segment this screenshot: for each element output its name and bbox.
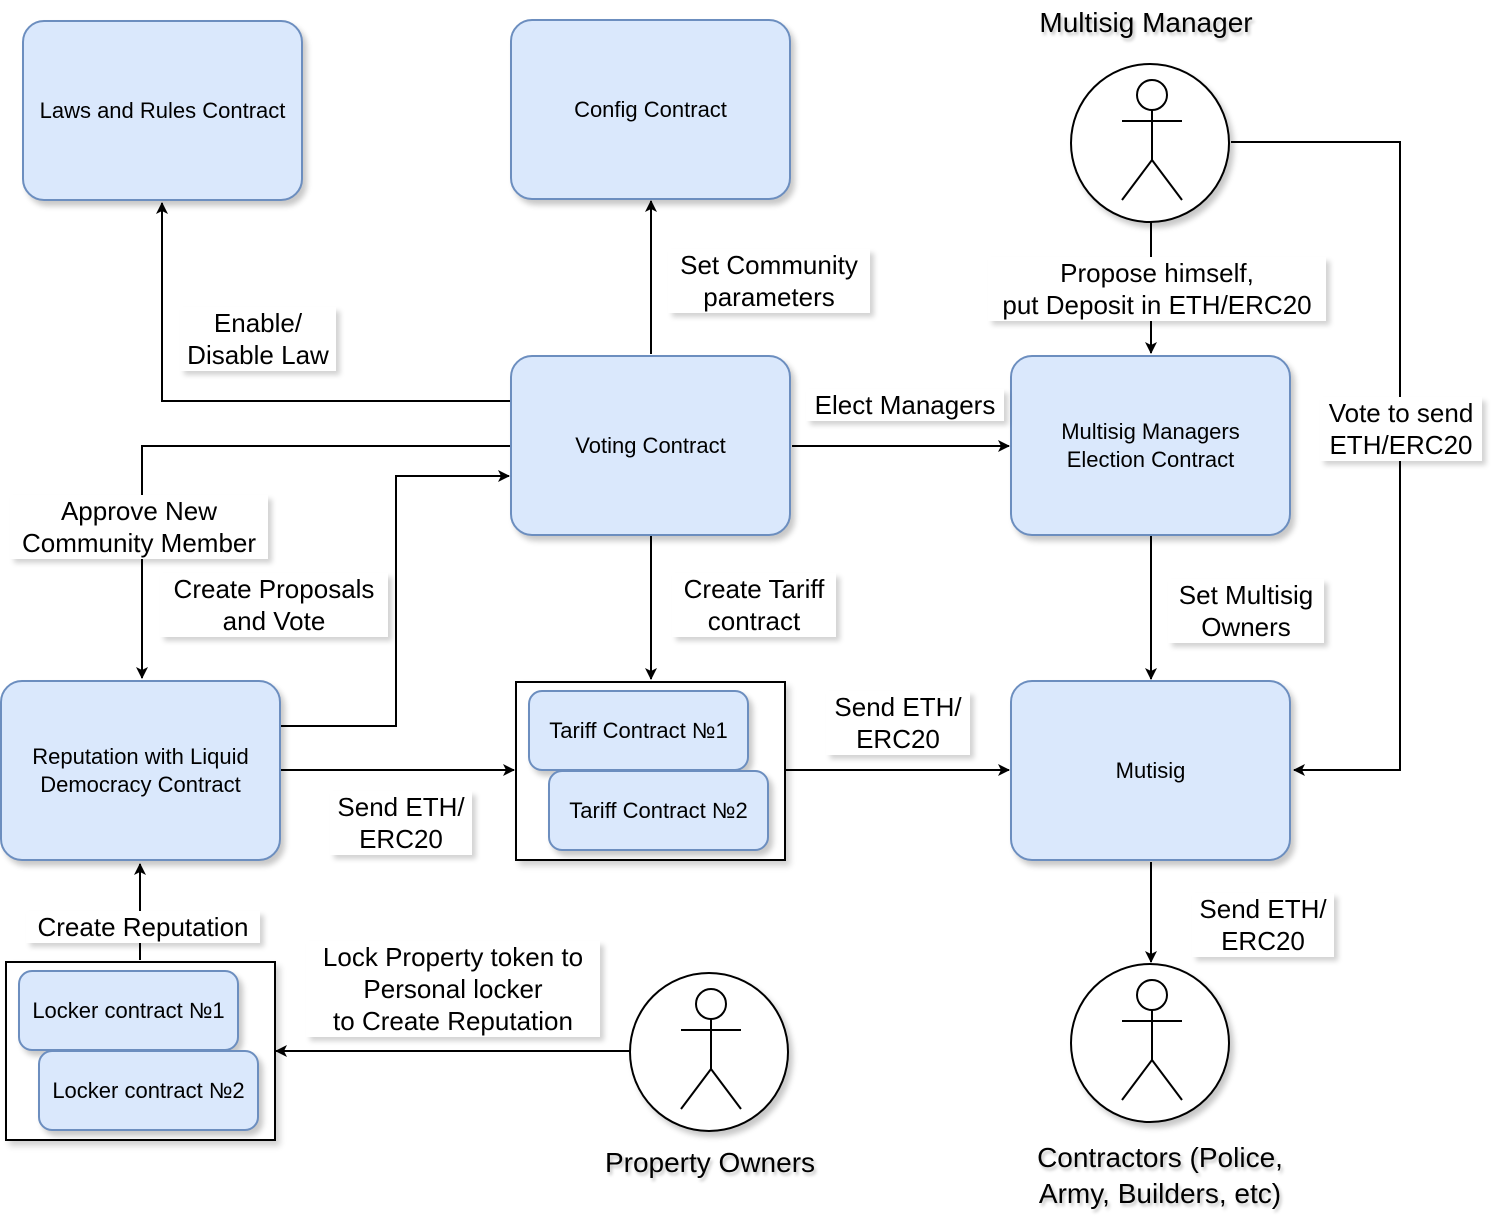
reputation-contract-label: Reputation with Liquid Democracy Contrac… <box>32 743 249 797</box>
contractors-actor <box>1070 963 1230 1123</box>
stick-figure-icon <box>1121 979 1183 1101</box>
edge-reputation-to-voting <box>281 470 510 727</box>
multisig-contract: Mutisig <box>1010 680 1291 861</box>
label-set-multisig-owners: Set Multisig Owners <box>1168 579 1324 643</box>
label-create-reputation: Create Reputation <box>26 911 260 943</box>
edge-voting-to-laws <box>156 202 511 402</box>
tariff-contract-1: Tariff Contract №1 <box>528 690 749 771</box>
multisig-label: Mutisig <box>1115 757 1186 783</box>
edge-voting-to-reputation <box>136 445 511 679</box>
label-send-eth-reputation-to-tariff: Send ETH/ ERC20 <box>330 791 472 855</box>
laws-and-rules-contract: Laws and Rules Contract <box>22 20 303 201</box>
voting-contract-label: Voting Contract <box>575 432 726 458</box>
label-approve-new-member: Approve New Community Member <box>10 495 268 559</box>
laws-contract-label: Laws and Rules Contract <box>39 97 286 123</box>
label-vote-to-send: Vote to send ETH/ERC20 <box>1320 397 1482 461</box>
label-propose-himself: Propose himself, put Deposit in ETH/ERC2… <box>988 257 1326 321</box>
contractors-caption: Contractors (Police, Army, Builders, etc… <box>1037 1142 1283 1209</box>
locker-contract-2: Locker contract №2 <box>38 1050 259 1131</box>
label-send-eth-tariff-to-multisig: Send ETH/ ERC20 <box>826 691 970 755</box>
config-contract-label: Config Contract <box>574 96 727 122</box>
voting-contract: Voting Contract <box>510 355 791 536</box>
label-enable-disable-law: Enable/ Disable Law <box>180 307 336 371</box>
multisig-managers-election-contract: Multisig Managers Election Contract <box>1010 355 1291 536</box>
config-contract: Config Contract <box>510 19 791 200</box>
label-send-eth-to-contractors: Send ETH/ ERC20 <box>1192 893 1334 957</box>
label-create-tariff: Create Tariff contract <box>672 573 836 637</box>
locker-contract-1-label: Locker contract №1 <box>32 997 225 1023</box>
tariff-contract-2-label: Tariff Contract №2 <box>569 797 748 823</box>
locker-contract-2-label: Locker contract №2 <box>52 1077 245 1103</box>
property-owners-caption: Property Owners <box>604 1147 816 1178</box>
election-contract-label: Multisig Managers Election Contract <box>1061 418 1240 472</box>
label-create-proposals: Create Proposals and Vote <box>160 573 388 637</box>
label-lock-property: Lock Property token to Personal locker t… <box>306 941 600 1037</box>
multisig-manager-caption: Multisig Manager <box>1039 7 1253 38</box>
stick-figure-icon <box>1121 79 1183 201</box>
label-elect-managers: Elect Managers <box>806 389 1004 421</box>
label-set-community-parameters: Set Community parameters <box>668 249 870 313</box>
stick-figure-icon <box>680 988 742 1110</box>
locker-contract-1: Locker contract №1 <box>18 970 239 1051</box>
property-owners-actor <box>629 972 789 1132</box>
tariff-contract-1-label: Tariff Contract №1 <box>549 717 728 743</box>
multisig-manager-actor <box>1070 63 1230 223</box>
reputation-liquid-democracy-contract: Reputation with Liquid Democracy Contrac… <box>0 680 281 861</box>
tariff-contract-2: Tariff Contract №2 <box>548 770 769 851</box>
